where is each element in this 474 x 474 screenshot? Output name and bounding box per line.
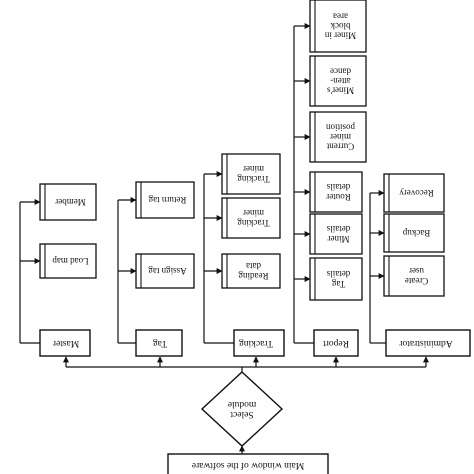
item-label-line: miner	[243, 164, 264, 174]
item-label-line: dance	[330, 66, 351, 76]
item-label-line: Tracking	[237, 174, 270, 184]
module-box-2	[233, 329, 285, 357]
item-box	[39, 183, 97, 221]
module-label-text: Tracking	[239, 338, 273, 348]
item-label-line: data	[246, 261, 261, 271]
item-label-line: Create	[405, 276, 428, 286]
item-label-line: Load map	[52, 256, 89, 266]
module-box-3	[313, 329, 359, 357]
module-label-text: Master	[52, 338, 79, 348]
item-label-line: block	[330, 21, 350, 31]
module-label-text: Tag	[153, 338, 167, 348]
item-label-line: atten-	[330, 76, 351, 86]
item-label-line: Miner	[328, 234, 350, 244]
main-window-text: Main window of the software	[192, 460, 304, 471]
item-box	[309, 257, 363, 301]
item-label-line: user	[409, 266, 424, 276]
item-label: Backup	[402, 228, 430, 238]
item-box	[135, 181, 195, 219]
item-label-line: Return tag	[148, 195, 186, 205]
item-label-line: Router	[326, 192, 351, 202]
item-box	[39, 243, 97, 279]
item-box	[309, 111, 367, 163]
item-label-line: details	[326, 224, 350, 234]
module-box-1	[135, 329, 183, 357]
item-box	[309, 213, 363, 255]
item-label-line: Assign tag	[148, 266, 187, 276]
item-label-line: miner	[243, 208, 264, 218]
item-box	[309, 171, 363, 213]
item-box	[309, 55, 367, 107]
select-module-decision	[200, 371, 284, 447]
connector-lines	[19, 23, 429, 454]
item-label: Assign tag	[148, 266, 187, 276]
select-module-label-line: module	[228, 399, 257, 409]
item-box	[221, 197, 281, 239]
item-label-line: Current	[326, 142, 354, 152]
select-module-label-line: Select	[230, 409, 254, 419]
module-box-0	[39, 329, 91, 357]
item-label: Member	[55, 197, 86, 207]
module-label-2: Tracking	[239, 338, 273, 348]
item-label: Recovery	[399, 188, 434, 198]
item-label-line: Tracking	[237, 218, 270, 228]
item-label: Load map	[52, 256, 89, 266]
item-label-line: miner	[330, 132, 351, 142]
main-window-label: Main window of the software	[192, 460, 304, 471]
module-label-3: Report	[323, 338, 349, 348]
item-box	[221, 153, 281, 195]
item-label-line: area	[333, 11, 348, 21]
item-label-line: Miner's	[326, 86, 354, 96]
item-box	[383, 213, 445, 253]
module-label-text: Report	[323, 338, 349, 348]
item-box	[135, 253, 195, 289]
item-label-line: Backup	[402, 228, 430, 238]
item-box	[309, 0, 367, 53]
item-label-line: Miner in	[324, 31, 356, 41]
item-label-line: Recovery	[399, 188, 434, 198]
item-label-line: details	[326, 182, 350, 192]
item-box	[383, 255, 445, 297]
item-label-line: Reading	[238, 271, 268, 281]
item-label-line: Tag	[331, 279, 345, 289]
item-box	[383, 173, 445, 213]
module-label-4: Administrator	[399, 338, 453, 348]
module-box-4	[385, 329, 471, 357]
item-label-line: position	[326, 122, 356, 132]
main-window-box	[167, 453, 329, 474]
module-label-0: Master	[52, 338, 79, 348]
item-label-line: Member	[55, 197, 86, 207]
shapes	[39, 0, 471, 474]
item-label: Return tag	[148, 195, 186, 205]
module-label-1: Tag	[153, 338, 167, 348]
item-label-line: details	[326, 269, 350, 279]
module-label-text: Administrator	[399, 338, 453, 348]
item-box	[221, 253, 281, 289]
